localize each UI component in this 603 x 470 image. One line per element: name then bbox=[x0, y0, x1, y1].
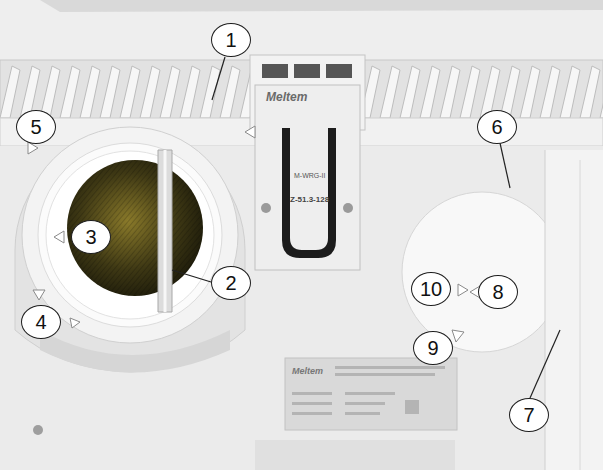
filter-rib bbox=[460, 66, 480, 118]
callout-number: 9 bbox=[413, 331, 453, 365]
filter-rib bbox=[420, 66, 440, 118]
callout-number: 1 bbox=[211, 23, 251, 57]
filter-rib bbox=[0, 66, 20, 118]
device-marking: Meltem bbox=[292, 366, 323, 376]
filter-rib bbox=[580, 66, 600, 118]
device-marking: Meltem bbox=[266, 90, 307, 104]
filter-rib bbox=[100, 66, 120, 118]
filter-rib bbox=[560, 66, 580, 118]
filter-rib bbox=[160, 66, 180, 118]
filter-rib bbox=[120, 66, 140, 118]
callout-number: 8 bbox=[478, 275, 518, 309]
filter-rib bbox=[220, 66, 240, 118]
filter-rib bbox=[180, 66, 200, 118]
callout-number: 2 bbox=[211, 266, 251, 300]
filter-rib bbox=[60, 66, 80, 118]
filter-rib bbox=[520, 66, 540, 118]
callout-number: 10 bbox=[411, 272, 451, 306]
filter-rib bbox=[200, 66, 220, 118]
filter-rib bbox=[380, 66, 400, 118]
filter-rib bbox=[440, 66, 460, 118]
callout-number: 5 bbox=[16, 110, 56, 144]
device-marking: M-WRG-II bbox=[294, 172, 326, 179]
filter-rib bbox=[600, 66, 603, 118]
callout-number: 7 bbox=[509, 398, 549, 432]
filter-rib bbox=[140, 66, 160, 118]
callout-number: 4 bbox=[21, 305, 61, 339]
callout-number: 3 bbox=[71, 220, 111, 254]
filter-rib bbox=[540, 66, 560, 118]
callout-number: 6 bbox=[477, 110, 517, 144]
filter-rib bbox=[400, 66, 420, 118]
filter-rib bbox=[80, 66, 100, 118]
device-marking: Z-51.3-128 bbox=[290, 195, 329, 204]
